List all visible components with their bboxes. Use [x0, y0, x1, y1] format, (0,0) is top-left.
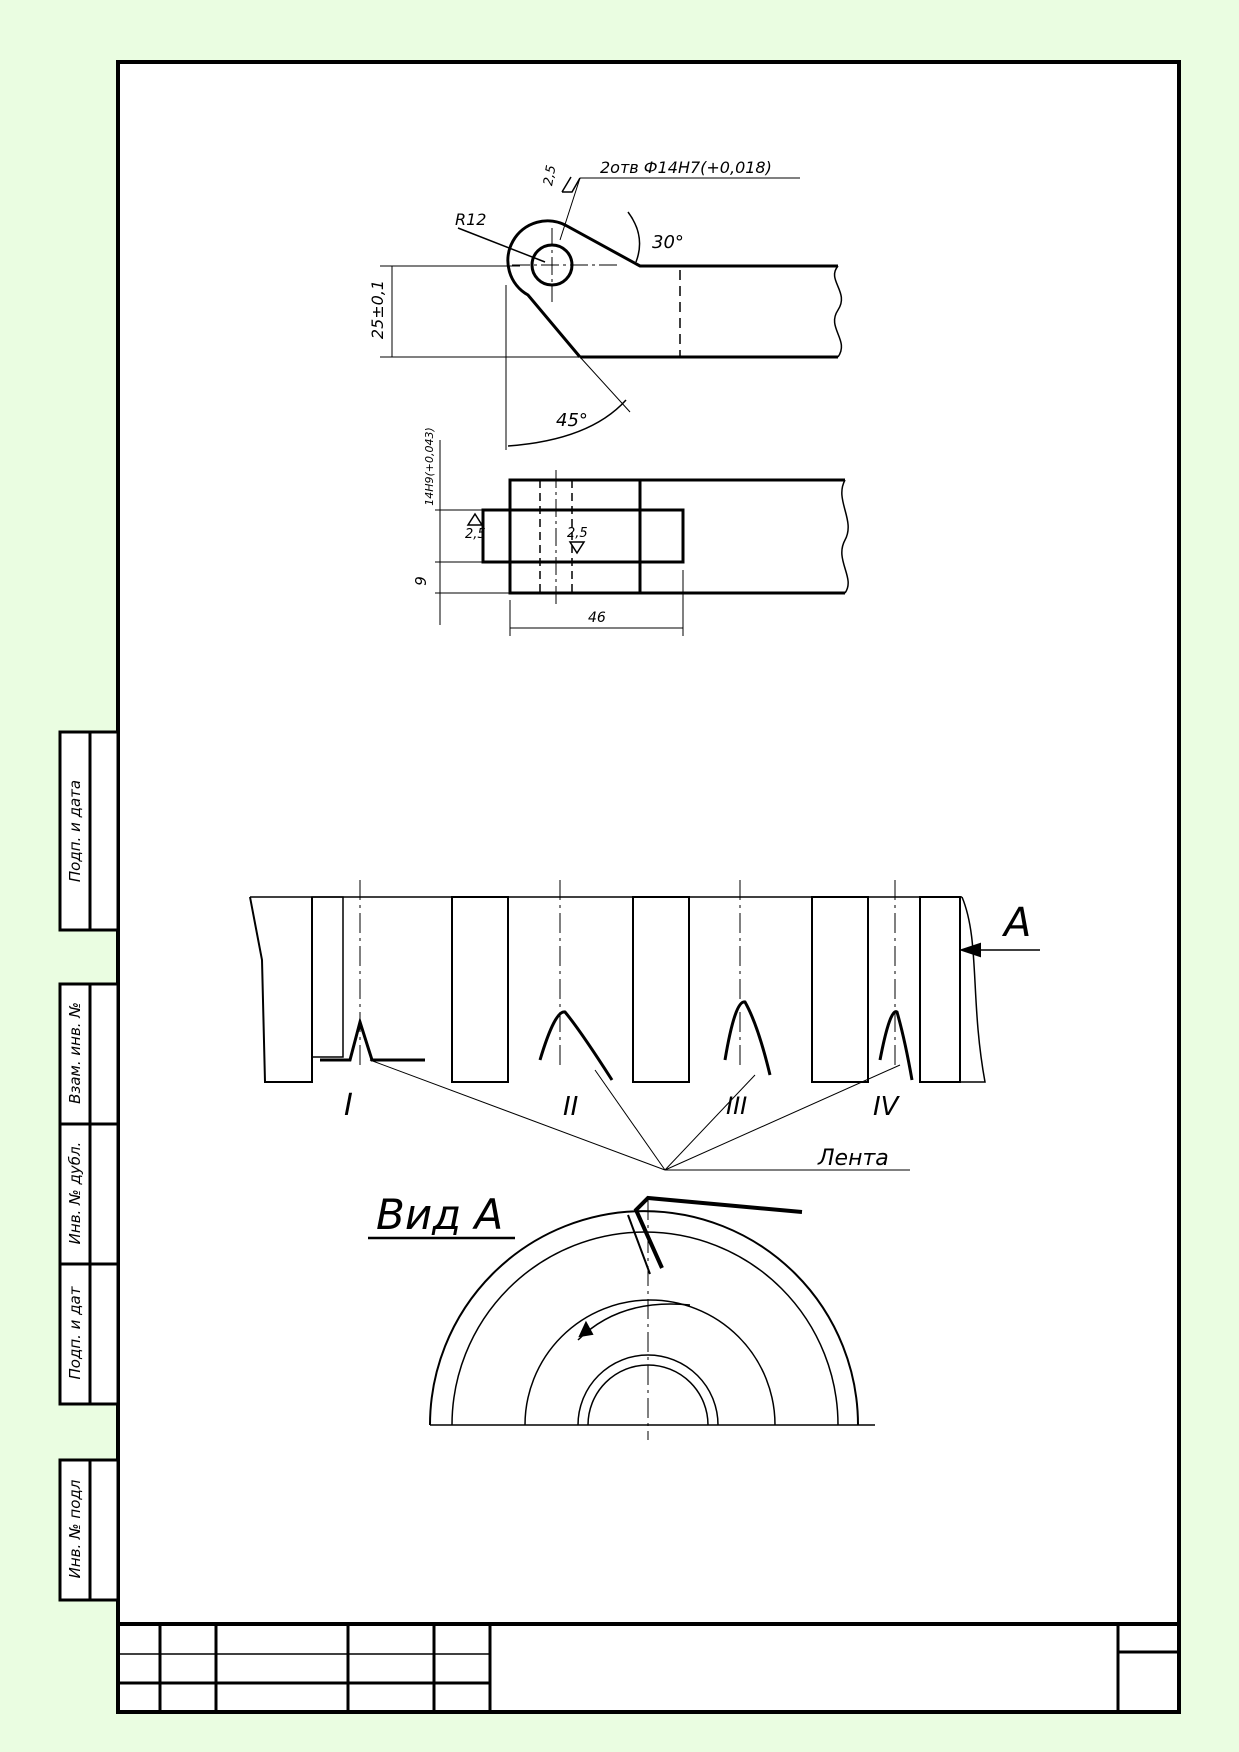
- dim-9-label: 9: [411, 576, 430, 586]
- stamp-vzam-inv: Взам. инв. №: [66, 1002, 84, 1104]
- dim-25-label: 25±0,1: [368, 279, 388, 340]
- side-stamp: [58, 730, 120, 1602]
- title-block: [118, 1622, 1179, 1712]
- stamp-inv-podl: Инв. № подл: [66, 1479, 84, 1579]
- view-arrow-label: A: [1004, 900, 1032, 946]
- roughness-mid-label: 2,5: [567, 526, 588, 541]
- tape-label: Лента: [818, 1146, 889, 1171]
- angle-30-label: 30°: [652, 232, 684, 253]
- detail-plan-view: [380, 176, 843, 450]
- drawing-frame: [116, 60, 1181, 1714]
- step-label-4: IV: [873, 1092, 899, 1122]
- dim-46-label: 46: [588, 610, 606, 626]
- step-label-1: I: [344, 1088, 353, 1123]
- dim-14-label: 14Н9(+0,043): [422, 427, 436, 506]
- stamp-podp-i-data-bottom: Подп. и дат: [66, 1286, 84, 1380]
- view-title: Вид А: [376, 1190, 504, 1239]
- detail-side-view: [435, 440, 849, 636]
- stamp-inv-dubl: Инв. № дубл.: [66, 1141, 84, 1245]
- roughness-left-label: 2,5: [465, 527, 486, 542]
- radius-label: R12: [455, 210, 487, 229]
- step-label-2: II: [563, 1092, 579, 1122]
- holes-spec-label: 2отв Ф14Н7(+0,018): [600, 158, 772, 177]
- step-label-3: III: [726, 1092, 748, 1120]
- angle-45-label: 45°: [556, 410, 588, 431]
- assembly-view: [249, 880, 1040, 1440]
- stamp-podp-i-data-top: Подп. и дата: [66, 779, 84, 883]
